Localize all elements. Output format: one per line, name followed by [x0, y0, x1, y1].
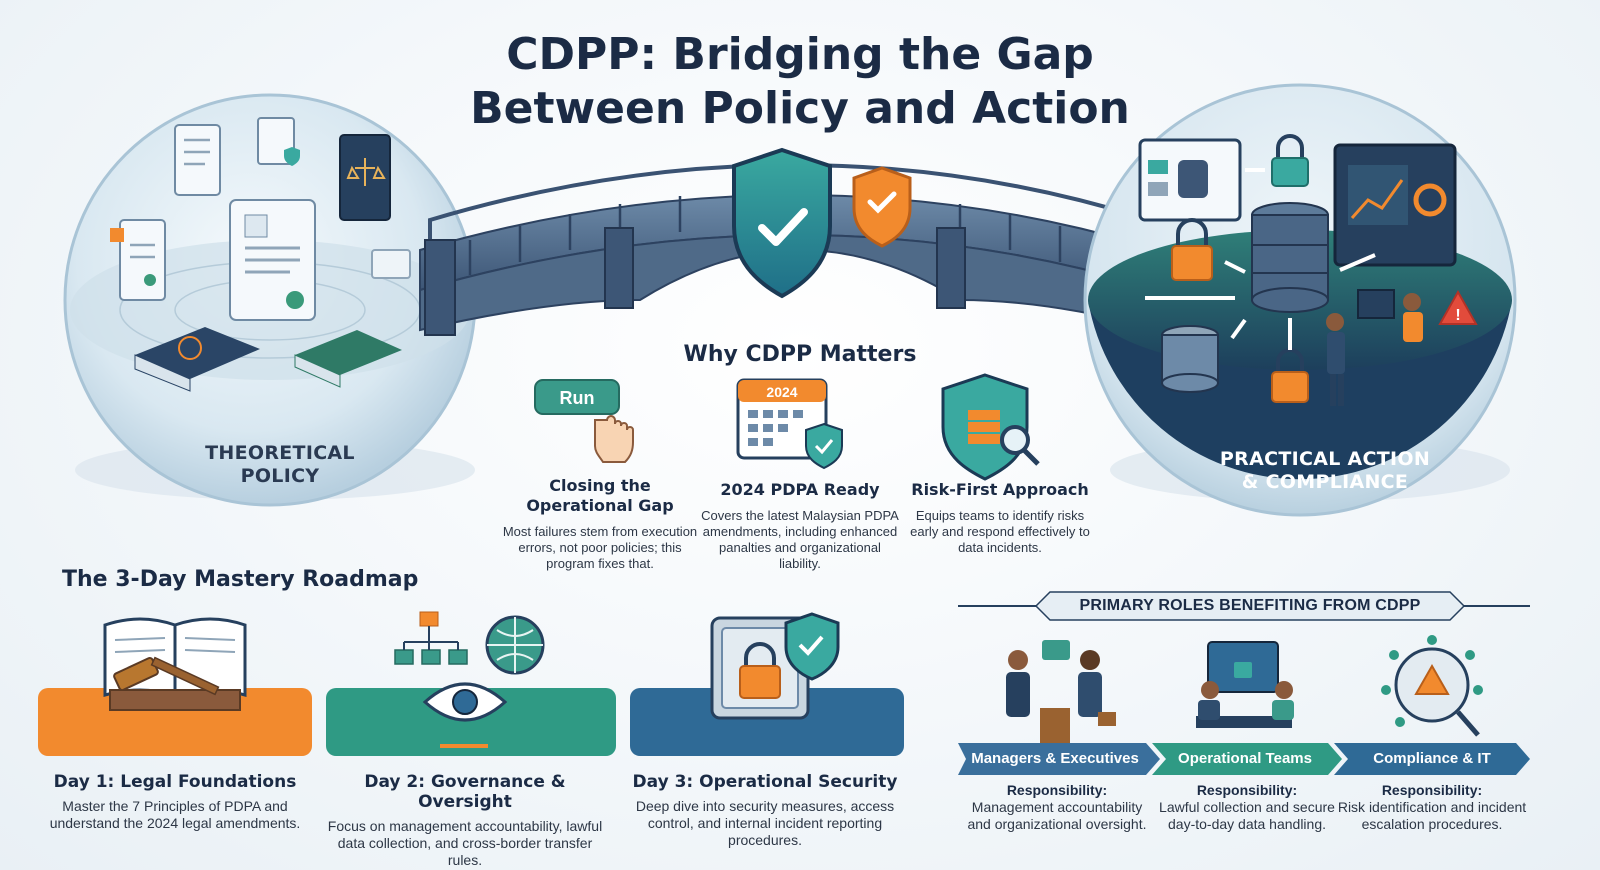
role-responsibility-operational: Responsibility: Lawful collection and se…: [1159, 782, 1335, 832]
calendar-shield-icon: 2024: [736, 378, 843, 470]
day-title: Day 2: Governance & Oversight: [364, 772, 566, 812]
role-responsibility-managers: Responsibility: Management accountabilit…: [967, 782, 1147, 832]
security-shield-icon: [732, 147, 832, 299]
database-icon: [1251, 202, 1329, 313]
verified-doc-icon: [257, 117, 300, 166]
why-card-risk-first: Risk-First Approach Equips teams to iden…: [900, 480, 1100, 556]
why-card-title: Closing the Operational Gap: [526, 476, 674, 515]
title-line-2: Between Policy and Action: [470, 83, 1130, 134]
risk-shield-icon: [941, 373, 1040, 481]
run-button-icon: Run: [534, 379, 634, 463]
role-tag-bg-1: [958, 743, 1160, 775]
eye-network-icon: [394, 611, 545, 748]
day-1-card: Day 1: Legal Foundations Master the 7 Pr…: [30, 772, 320, 832]
server-icon: [1161, 325, 1219, 393]
warning-icon: !: [1438, 289, 1478, 325]
role-responsibility-compliance: Responsibility: Risk identification and …: [1337, 782, 1527, 832]
analytics-screen-icon: [1333, 143, 1457, 267]
day-2-card: Day 2: Governance & Oversight Focus on m…: [320, 772, 610, 869]
data-flow-arrows: [1145, 168, 1376, 350]
padlock-icon: [1271, 134, 1309, 187]
dashboard-screen-icon: [1138, 138, 1242, 222]
role-tag-managers: Managers & Executives: [971, 750, 1139, 767]
title-line-1: CDPP: Bridging the Gap: [506, 29, 1094, 80]
padlock-icon: [1171, 218, 1213, 281]
page-title: CDPP: Bridging the Gap Between Policy an…: [0, 28, 1600, 136]
practical-action-globe: !: [1083, 83, 1517, 517]
chat-bubble-icon: [371, 249, 411, 279]
day-2-band: [326, 688, 616, 756]
roadmap-title: The 3-Day Mastery Roadmap: [62, 567, 419, 592]
why-section-title: Why CDPP Matters: [683, 342, 917, 367]
role-tag-compliance: Compliance & IT: [1373, 750, 1491, 767]
day-3-band: [630, 688, 904, 756]
why-card-text: Most failures stem from execution errors…: [502, 524, 698, 571]
role-tag-operational: Operational Teams: [1178, 750, 1312, 767]
operator-person-icon: [1326, 289, 1423, 406]
svg-text:!: !: [1455, 307, 1460, 324]
theoretical-policy-label: THEORETICAL POLICY: [205, 442, 355, 487]
calendar-year: 2024: [766, 384, 797, 400]
scroll-document-icon: [174, 124, 221, 196]
day-3-card: Day 3: Operational Security Deep dive in…: [620, 772, 910, 849]
day-title: Day 1: Legal Foundations: [53, 772, 297, 792]
run-button-label: Run: [560, 388, 595, 408]
safe-lock-icon: [710, 612, 840, 720]
green-book-icon: [294, 330, 402, 388]
why-card-title: 2024 PDPA Ready: [720, 480, 880, 499]
law-book-icon: [339, 134, 391, 221]
day-title: Day 3: Operational Security: [632, 772, 898, 792]
why-card-title: Risk-First Approach: [911, 480, 1089, 499]
day-text: Focus on management accountability, lawf…: [327, 818, 603, 868]
practical-action-label: PRACTICAL ACTION & COMPLIANCE: [1219, 448, 1431, 493]
role-tag-bg-2: [1152, 743, 1342, 775]
risk-network-icon: [1381, 635, 1483, 737]
certificate-icon: [110, 219, 166, 301]
why-card-operational-gap: Closing the Operational Gap Most failure…: [500, 476, 700, 572]
day-text: Deep dive into security measures, access…: [635, 798, 895, 848]
globe-book-icon: [134, 327, 260, 392]
orange-shield-icon: [852, 166, 912, 248]
role-tag-bg-3: [1334, 743, 1530, 775]
why-card-text: Covers the latest Malaysian PDPA amendme…: [701, 508, 899, 571]
book-gavel-icon: [103, 617, 247, 711]
theoretical-policy-globe: [63, 93, 477, 507]
day-text: Master the 7 Principles of PDPA and unde…: [49, 798, 301, 831]
why-card-text: Equips teams to identify risks early and…: [910, 508, 1090, 555]
why-card-pdpa-ready: 2024 PDPA Ready Covers the latest Malays…: [700, 480, 900, 572]
day-1-band: [38, 688, 312, 756]
policy-document-icon: [229, 199, 316, 321]
team-computer-icon: [1196, 641, 1294, 728]
roles-section-title: PRIMARY ROLES BENEFITING FROM CDPP: [1079, 597, 1421, 614]
handshake-icon: [1006, 640, 1116, 744]
